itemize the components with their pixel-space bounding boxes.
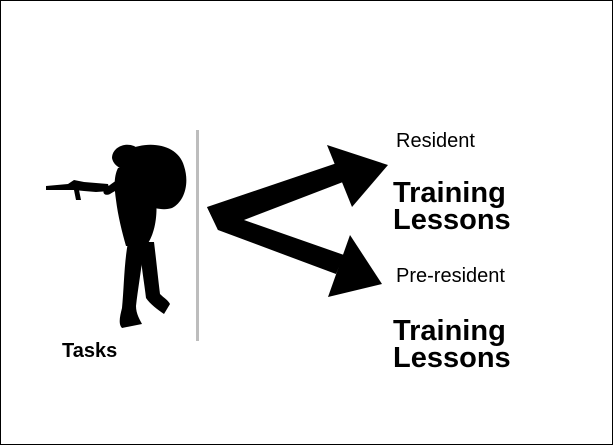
front-leg-shape [140, 242, 170, 314]
lower-arrow-head [328, 235, 382, 297]
resident-lessons-line: Lessons [393, 204, 511, 236]
rear-leg-shape [119, 242, 144, 328]
upper-arrow-shaft [207, 163, 343, 230]
resident-label: Resident [396, 130, 475, 152]
divider-line [196, 130, 199, 341]
resident-training-lessons: Training Lessons [393, 177, 511, 236]
tasks-label: Tasks [62, 340, 118, 362]
torso-shape [114, 167, 157, 246]
upper-arrow-head [327, 145, 388, 207]
lower-arrow-shaft [207, 207, 344, 274]
pre-resident-label: Pre-resident [396, 265, 505, 287]
resident-training-line: Training [393, 177, 506, 209]
rifle-magazine-shape [74, 190, 81, 200]
arm-shape [103, 178, 126, 195]
helmet-shape [112, 144, 140, 170]
pre-resident-training-line: Training [393, 315, 506, 347]
pre-resident-training-lessons: Training Lessons [393, 315, 511, 374]
rifle-shape [46, 180, 110, 192]
soldier-silhouette-icon [46, 144, 187, 328]
pre-resident-lessons-line: Lessons [393, 342, 511, 374]
